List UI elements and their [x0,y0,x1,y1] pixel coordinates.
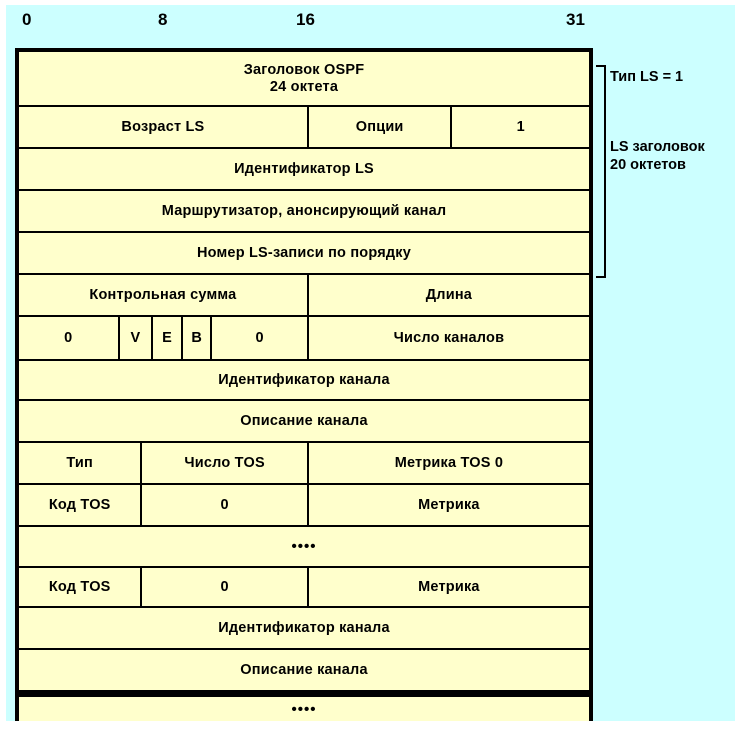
packet-cell-tos-code-metric-2-2: Метрика [306,568,589,606]
packet-cell-ospf-header-0: Заголовок OSPF 24 октета [243,61,365,95]
packet-row-link-id-2: Идентификатор канала [19,608,589,650]
packet-row-advertising-router: Маршрутизатор, анонсирующий канал [19,191,589,233]
packet-row-ls-id: Идентификатор LS [19,149,589,191]
packet-cell-tos-code-metric-1-2: Метрика [306,485,589,525]
packet-cell-type-tos-count-metric-2: Метрика TOS 0 [306,443,589,483]
packet-cell-ls-sequence-number-0: Номер LS-записи по порядку [196,244,412,261]
annotation-ls-type: Тип LS = 1 [610,69,684,85]
packet-cell-link-id-1-0: Идентификатор канала [218,371,390,388]
packet-cell-link-id-2-0: Идентификатор канала [218,619,390,636]
bit-ruler-tick-31: 31 [566,10,585,29]
packet-cell-type-tos-count-metric-0: Тип [66,454,93,471]
packet-cell-tos-code-metric-2-0: Код TOS [48,578,111,595]
packet-row-ellipsis-1: •••• [19,527,589,568]
packet-row-link-data-2: Описание канала [19,650,589,692]
packet-cell-ellipsis-2-0: •••• [291,701,317,718]
packet-cell-ls-id-0: Идентификатор LS [234,160,374,177]
packet-cell-ls-age-options-type-2: 1 [450,107,589,147]
packet-cell-flags-link-count-1: V [117,317,152,359]
annotation-ls-header: LS заголовок 20 октетов [610,139,705,173]
packet-cell-flags-link-count-4: 0 [210,317,306,359]
packet-cell-type-tos-count-metric-1: Число TOS [140,443,306,483]
packet-row-ls-sequence-number: Номер LS-записи по порядку [19,233,589,275]
packet-cell-tos-code-metric-1-1: 0 [140,485,306,525]
packet-cell-checksum-length-1: Длина [306,275,589,315]
bit-ruler: 0 8 16 31 [6,5,606,45]
packet-cell-flags-link-count-3: B [180,317,211,359]
packet-cell-flags-link-count-2: E [151,317,181,359]
packet-cell-advertising-router-0: Маршрутизатор, анонсирующий канал [161,202,447,219]
packet-cell-tos-code-metric-1-0: Код TOS [48,496,111,513]
bit-ruler-tick-16: 16 [296,10,315,29]
bit-ruler-tick-8: 8 [158,10,168,29]
packet-cell-link-data-2-0: Описание канала [240,661,368,678]
packet-cell-link-data-1-0: Описание канала [240,412,368,429]
packet-row-ospf-header: Заголовок OSPF 24 октета [19,52,589,107]
bit-ruler-tick-0: 0 [22,10,32,29]
packet-cell-tos-code-metric-2-1: 0 [140,568,306,606]
packet-cell-checksum-length-0: Контрольная сумма [89,286,237,303]
packet-cell-ls-age-options-type-1: Опции [306,107,451,147]
packet-cell-flags-link-count-5: Число каналов [306,317,589,359]
packet-row-checksum-length: Контрольная сумма Длина [19,275,589,317]
packet-row-link-id-1: Идентификатор канала [19,361,589,401]
packet-row-link-data-1: Описание канала [19,401,589,443]
packet-cell-ls-age-options-type-0: Возраст LS [121,118,205,135]
packet-row-ellipsis-2: •••• [19,692,589,721]
ls-header-bracket [596,65,606,278]
packet-cell-ellipsis-1-0: •••• [291,538,317,555]
packet-cell-flags-link-count-0: 0 [64,329,73,346]
